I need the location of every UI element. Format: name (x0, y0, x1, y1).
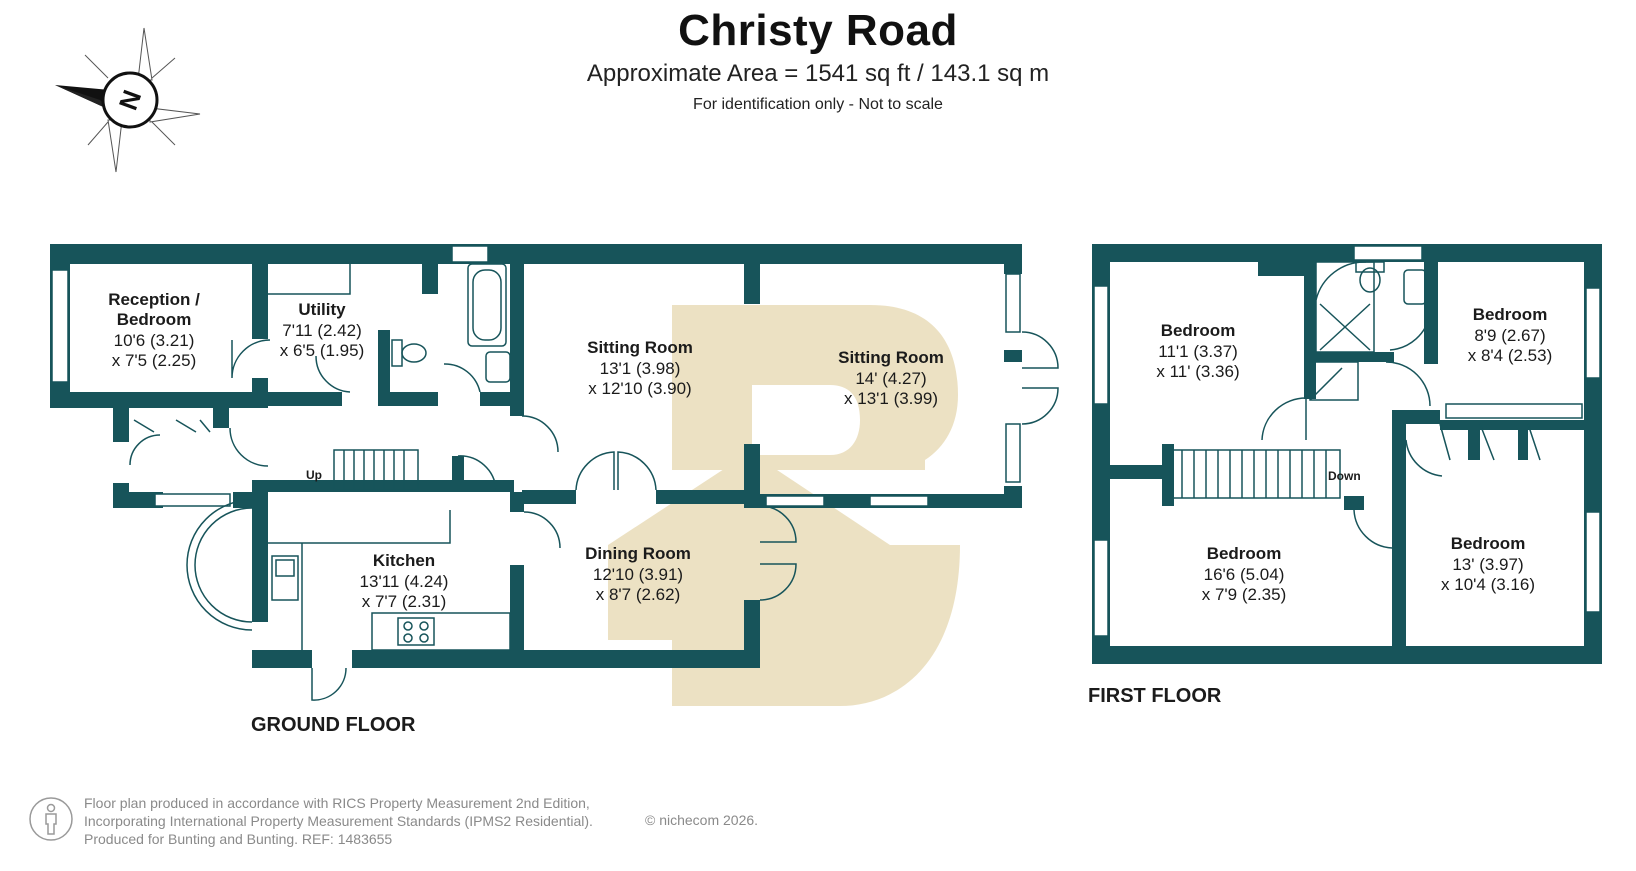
room-dim: 13'1 (3.98) (600, 359, 681, 378)
room-bedroom-1: Bedroom 11'1 (3.37) x 11' (3.36) (1156, 321, 1239, 381)
room-name: Utility (298, 300, 346, 319)
room-name: Kitchen (373, 551, 435, 570)
footer-line-2: Incorporating International Property Mea… (84, 813, 593, 829)
room-dim: x 11' (3.36) (1156, 362, 1239, 381)
room-dim: 13' (3.97) (1452, 555, 1523, 574)
room-dim: x 7'9 (2.35) (1202, 585, 1287, 604)
compass-icon: N (55, 27, 201, 173)
room-reception-bedroom: Reception / Bedroom 10'6 (3.21) x 7'5 (2… (108, 290, 200, 370)
room-dim: 7'11 (2.42) (282, 321, 361, 340)
first-floor-label: FIRST FLOOR (1088, 685, 1222, 707)
room-name: Sitting Room (587, 338, 693, 357)
footer-text: Floor plan produced in accordance with R… (84, 794, 593, 848)
first-floor-fixtures (1169, 261, 1583, 549)
disclaimer-note: For identification only - Not to scale (693, 96, 943, 113)
stairs-up-label: Up (306, 468, 322, 482)
room-dim: 16'6 (5.04) (1204, 565, 1285, 584)
room-dim: 13'11 (4.24) (360, 572, 449, 591)
watermark-logo (608, 305, 960, 706)
room-bedroom-3: Bedroom 16'6 (5.04) x 7'9 (2.35) (1202, 544, 1287, 604)
room-dim: 8'9 (2.67) (1474, 326, 1545, 345)
room-dim: x 7'5 (2.25) (112, 351, 197, 370)
ground-floor-windows (51, 245, 1021, 507)
room-dim: x 8'7 (2.62) (596, 585, 681, 604)
first-floor-windows (1093, 245, 1601, 637)
room-dim: x 10'4 (3.16) (1441, 575, 1535, 594)
room-dim: 10'6 (3.21) (114, 331, 195, 350)
room-name: Bedroom (1161, 321, 1236, 340)
room-utility: Utility 7'11 (2.42) x 6'5 (1.95) (280, 300, 365, 360)
room-dim: 11'1 (3.37) (1158, 342, 1237, 361)
room-dim: 12'10 (3.91) (593, 565, 683, 584)
room-dim: x 6'5 (1.95) (280, 341, 365, 360)
ground-floor-fixtures (129, 263, 1059, 701)
ground-floor-label: GROUND FLOOR (251, 714, 416, 736)
room-kitchen: Kitchen 13'11 (4.24) x 7'7 (2.31) (360, 551, 449, 611)
room-name: Bedroom (1451, 534, 1526, 553)
copyright-text: © nichecom 2026. (645, 812, 759, 828)
room-dim: x 8'4 (2.53) (1468, 346, 1553, 365)
footer-line-1: Floor plan produced in accordance with R… (84, 795, 590, 811)
person-icon (29, 797, 73, 841)
room-dim: 14' (4.27) (855, 369, 926, 388)
room-bedroom-4: Bedroom 13' (3.97) x 10'4 (3.16) (1441, 534, 1535, 594)
room-name-line2: Bedroom (117, 310, 192, 329)
plan-title: Christy Road (678, 6, 958, 55)
room-name: Bedroom (1473, 305, 1548, 324)
room-name: Dining Room (585, 544, 691, 563)
room-dim: x 7'7 (2.31) (362, 592, 447, 611)
header: Christy Road Approximate Area = 1541 sq … (0, 0, 1636, 114)
room-bedroom-2: Bedroom 8'9 (2.67) x 8'4 (2.53) (1468, 305, 1553, 365)
room-dining-room: Dining Room 12'10 (3.91) x 8'7 (2.62) (585, 544, 691, 604)
room-name: Reception / (108, 290, 200, 309)
footer-line-3: Produced for Bunting and Bunting. REF: 1… (84, 831, 393, 847)
stairs-down-label: Down (1328, 469, 1361, 483)
room-dim: x 13'1 (3.99) (844, 389, 938, 408)
area-subtitle: Approximate Area = 1541 sq ft / 143.1 sq… (586, 60, 1050, 87)
room-name: Sitting Room (838, 348, 944, 367)
room-dim: x 12'10 (3.90) (588, 379, 691, 398)
room-sitting-room-2: Sitting Room 14' (4.27) x 13'1 (3.99) (838, 348, 944, 408)
room-sitting-room-1: Sitting Room 13'1 (3.98) x 12'10 (3.90) (587, 338, 693, 398)
room-name: Bedroom (1207, 544, 1282, 563)
